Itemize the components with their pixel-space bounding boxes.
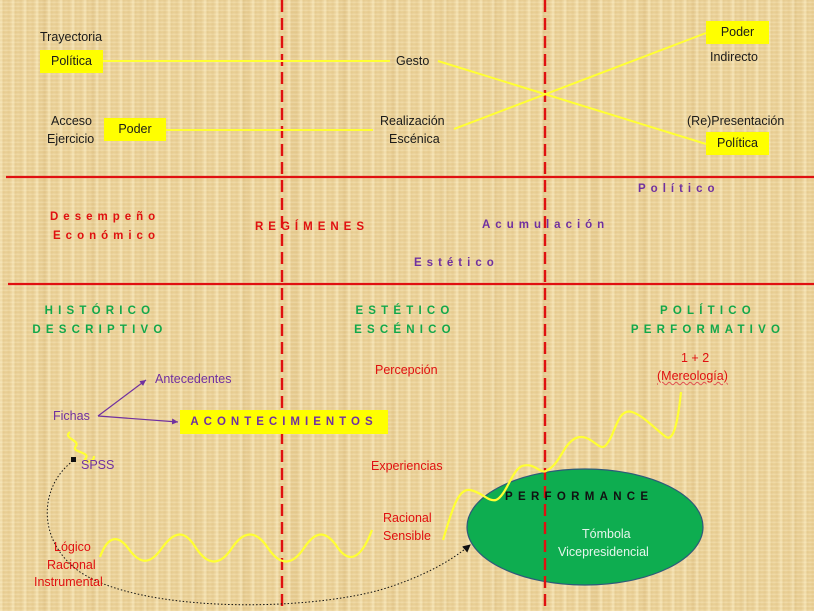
poder-box-right: Poder (706, 21, 769, 44)
label-economico: Económico (53, 230, 160, 242)
label-realizacion: Realización (380, 114, 445, 128)
performance-line2: Vicepresidencial (558, 545, 649, 559)
label-experiencias: Experiencias (371, 459, 443, 473)
acontecimientos-box: ACONTECIMIENTOS (180, 410, 388, 434)
column-header-line1: HISTÓRICO (44, 305, 156, 317)
label-trayectoria: Trayectoria (40, 30, 103, 44)
label-formula: 1 + 2 (681, 351, 710, 365)
label-estetico-regime: Estético (414, 257, 499, 269)
performance-ellipse (466, 468, 704, 586)
poder-box-left: Poder (104, 118, 166, 141)
label-fichas: Fichas (53, 409, 90, 423)
wave-performance-mereologia (441, 391, 683, 541)
label-desempeno: Desempeño (50, 211, 161, 223)
column-header-line2: PERFORMATIVO (630, 324, 786, 336)
label-racional-sensible-1: Racional (383, 511, 432, 525)
label-racional: Racional (47, 558, 96, 572)
label-racional-sensible-2: Sensible (383, 529, 431, 543)
label-instrumental: Instrumental (34, 575, 103, 589)
column-header-line1: ESTÉTICO (355, 305, 455, 317)
politica-box-right: Política (706, 132, 769, 155)
label-escenica: Escénica (389, 132, 440, 146)
column-header-line2: DESCRIPTIVO (32, 324, 168, 336)
column-header-historico: HISTÓRICO DESCRIPTIVO (30, 302, 170, 340)
label-logico: Lógico (54, 540, 91, 554)
column-header-line1: POLÍTICO (660, 305, 756, 317)
performance-title: PERFORMANCE (505, 491, 654, 503)
label-spss: SPSS (81, 458, 115, 472)
label-mereologia: (Mereología) (657, 369, 728, 383)
arrow-fichas-acontecimientos (97, 415, 179, 425)
label-acceso: Acceso (51, 114, 92, 128)
politica-box-left: Política (40, 50, 103, 73)
label-regimenes: REGÍMENES (255, 221, 370, 233)
connector-realizacion-poder (453, 32, 707, 130)
column-header-line2: ESCÉNICO (354, 324, 456, 336)
label-representacion: (Re)Presentación (687, 114, 785, 128)
label-ejercicio: Ejercicio (47, 132, 95, 146)
performance-line1: Tómbola (582, 527, 631, 541)
label-percepcion: Percepción (375, 363, 438, 377)
wave-logico-racional (98, 529, 374, 563)
connector-gesto-politica (437, 60, 707, 145)
column-header-estetico: ESTÉTICO ESCÉNICO (346, 302, 464, 340)
arrow-fichas-antecedentes (97, 379, 147, 417)
label-acumulacion: Acumulación (482, 219, 610, 231)
label-antecedentes: Antecedentes (155, 372, 232, 386)
label-indirecto: Indirecto (710, 50, 758, 64)
spss-marker (71, 457, 76, 462)
column-header-politico: POLÍTICO PERFORMATIVO (625, 302, 791, 340)
squiggle-fichas-spss (67, 431, 96, 463)
label-gesto: Gesto (396, 54, 430, 68)
label-politico-regime: Político (638, 183, 720, 195)
